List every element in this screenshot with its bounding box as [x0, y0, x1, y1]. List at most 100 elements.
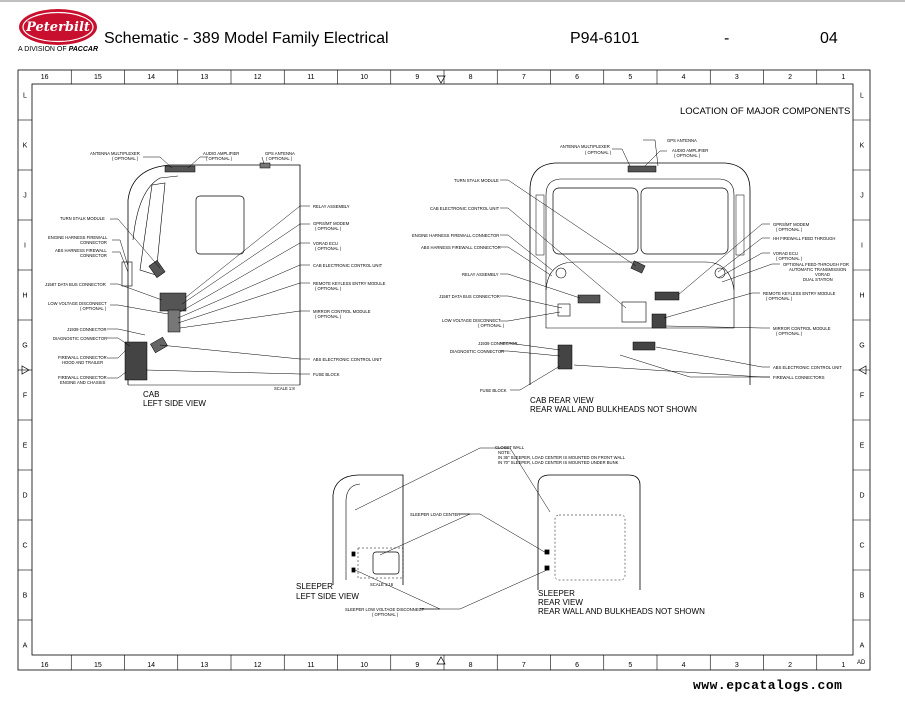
cab-rear-pillar-right: [735, 194, 745, 256]
cab-rear-optional-label: ( OPTIONAL ): [585, 150, 612, 155]
sleeper-leaders: [354, 447, 551, 610]
cab-side-vorad-label: VORAD ECU: [313, 241, 338, 246]
cab-side-scale: SCALE 1:8: [274, 386, 295, 391]
cab-side-antenna-multiplexer-label: ANTENNA MULTIPLEXER: [90, 151, 140, 156]
cab-side-optional-label: ( OPTIONAL ): [206, 156, 233, 161]
grid-row-label: E: [860, 443, 865, 450]
sleeper-side-outline: [332, 474, 404, 585]
cab-rear-gprs-shape: [654, 291, 680, 301]
cab-side-optional-label: ( OPTIONAL ): [112, 156, 139, 161]
cab-rear-fuse-block-shape: [557, 344, 573, 370]
cab-side-labels: ANTENNA MULTIPLEXER ( OPTIONAL ) AUDIO A…: [45, 151, 386, 391]
grid-row-label: I: [861, 243, 863, 250]
grid-column-label: 1: [841, 662, 845, 669]
cab-rear-labels: GPS ANTENNA ANTENNA MULTIPLEXER ( OPTION…: [412, 138, 849, 393]
cab-rear-feed-through-label-3: VORAD: [815, 272, 830, 277]
cab-rear-cab-ecu-label: CAB ELECTRONIC CONTROL UNIT: [430, 206, 500, 211]
cab-rear-relay-label: RELAY ASSEMBLY: [462, 272, 499, 277]
grid-column-label: 2: [788, 662, 792, 669]
grid-row-label: J: [860, 193, 864, 200]
header-separator: -: [724, 30, 730, 47]
sleeper-side-load-center-box: [372, 551, 400, 575]
cab-rear-fuse-block-label: FUSE BLOCK: [480, 388, 507, 393]
grid-row-label: E: [23, 443, 28, 450]
cab-rear-firewall-connector-right: [714, 267, 726, 279]
cab-side-caption: CAB: [143, 390, 159, 399]
cab-side-engine-harness-label-2: CONNECTOR: [80, 240, 107, 245]
sleeper-rear-view: [537, 474, 641, 590]
grid-column-label: 10: [360, 74, 368, 81]
grid-column-label: 7: [522, 662, 526, 669]
cab-side-caption-2: LEFT SIDE VIEW: [143, 399, 206, 408]
center-marker-left: [21, 365, 30, 375]
grid-column-label: 10: [360, 662, 368, 669]
grid-ticks: [18, 70, 870, 670]
cab-side-outline: [127, 164, 301, 385]
grid-row-label: L: [860, 93, 864, 100]
document-title: Schematic - 389 Model Family Electrical: [104, 30, 389, 47]
grid-column-label: 3: [735, 74, 739, 81]
peterbilt-logo: Peterbilt: [19, 9, 97, 45]
top-rule: [0, 0, 905, 2]
cab-side-optional-label: ( OPTIONAL ): [315, 246, 342, 251]
cab-rear-lvd-label: LOW VOLTAGE DISCONNECT: [442, 318, 501, 323]
cab-side-abs-ecu-label: ABS ELECTRONIC CONTROL UNIT: [313, 357, 382, 362]
cab-rear-caption: CAB REAR VIEW: [530, 396, 594, 405]
cab-rear-leaders: [500, 139, 780, 391]
grid-column-label: 6: [575, 662, 579, 669]
cab-rear-view: [529, 162, 751, 385]
grid-column-label: 16: [41, 662, 49, 669]
cab-rear-cab-ecu-shape: [621, 301, 647, 323]
cab-rear-turn-stalk-shape: [630, 260, 646, 274]
cab-rear-lvd-shape: [557, 303, 571, 317]
cab-side-optional-label: ( OPTIONAL ): [315, 314, 342, 319]
grid-column-label: 12: [254, 662, 262, 669]
center-marker-right: [858, 365, 867, 375]
cab-side-relay-assembly-label: RELAY ASSEMBLY: [313, 204, 350, 209]
cab-rear-feed-through-label-2: AUTOMATIC TRANSMISSION: [789, 267, 846, 272]
cab-side-j1587-label: J1587 DATA BUS CONNECTOR: [45, 282, 106, 287]
cab-ecu-shape: [167, 309, 181, 333]
sheet-inner-border: [31, 83, 854, 656]
sleeper-side-caption-2: LEFT SIDE VIEW: [296, 592, 359, 601]
cab-side-turn-stalk-label: TURN STALK MODULE: [60, 216, 105, 221]
cab-rear-optional-label: ( OPTIONAL ): [478, 323, 505, 328]
cab-rear-optional-label: ( OPTIONAL ): [776, 227, 803, 232]
cab-rear-keyless-shape: [651, 313, 667, 329]
grid-row-label: J: [23, 193, 27, 200]
brand-sub-prefix: A DIVISION OF: [18, 46, 67, 53]
sleeper-labels: CLOSET WALL NOTE: IN 36" SLEEPER, LOAD C…: [345, 445, 626, 617]
grid-column-label: 1: [841, 74, 845, 81]
turn-stalk-shape: [148, 260, 166, 278]
cab-rear-feed-through-label-4: DUAL STATION: [803, 277, 833, 282]
page-number: 04: [820, 30, 838, 47]
cab-rear-vorad-label: VORAD ECU: [773, 251, 798, 256]
cab-rear-gps-antenna-label: GPS ANTENNA: [667, 138, 697, 143]
cab-rear-pillar-left: [535, 194, 545, 256]
sleeper-rear-connector-2: [544, 565, 550, 571]
grid-column-label: 4: [682, 662, 686, 669]
grid-column-label: 9: [415, 662, 419, 669]
cab-side-j1939-label: J1939 CONNECTOR: [67, 327, 106, 332]
grid-column-label: 8: [469, 662, 473, 669]
relay-assembly-shape: [159, 292, 187, 312]
sleeper-rear-caption-2: REAR VIEW: [538, 598, 583, 607]
footer-url[interactable]: www.epcatalogs.com: [693, 678, 843, 693]
cab-rear-audio-amplifier-label: AUDIO AMPLIFIER: [672, 148, 708, 153]
grid-column-label: 13: [200, 74, 208, 81]
sleeper-note-label: NOTE:: [498, 450, 511, 455]
grid-row-label: L: [23, 93, 27, 100]
cab-side-keyless-label: REMOTE KEYLESS ENTRY MODULE: [313, 281, 386, 286]
cab-rear-firewall-connectors-label: FIREWALL CONNECTORS: [773, 375, 825, 380]
cab-rear-inner-wall: [545, 178, 735, 329]
cab-rear-optional-label: ( OPTIONAL ): [776, 256, 803, 261]
cab-side-fw-engine-label: FIREWALL CONNECTOR: [58, 375, 107, 380]
audio-amplifier-shape: [164, 165, 196, 173]
sleeper-rear-outline: [537, 474, 641, 590]
cab-side-window: [195, 195, 245, 255]
cab-side-optional-label: ( OPTIONAL ): [315, 286, 342, 291]
cab-side-mirror-label: MIRROR CONTROL MODULE: [313, 309, 371, 314]
